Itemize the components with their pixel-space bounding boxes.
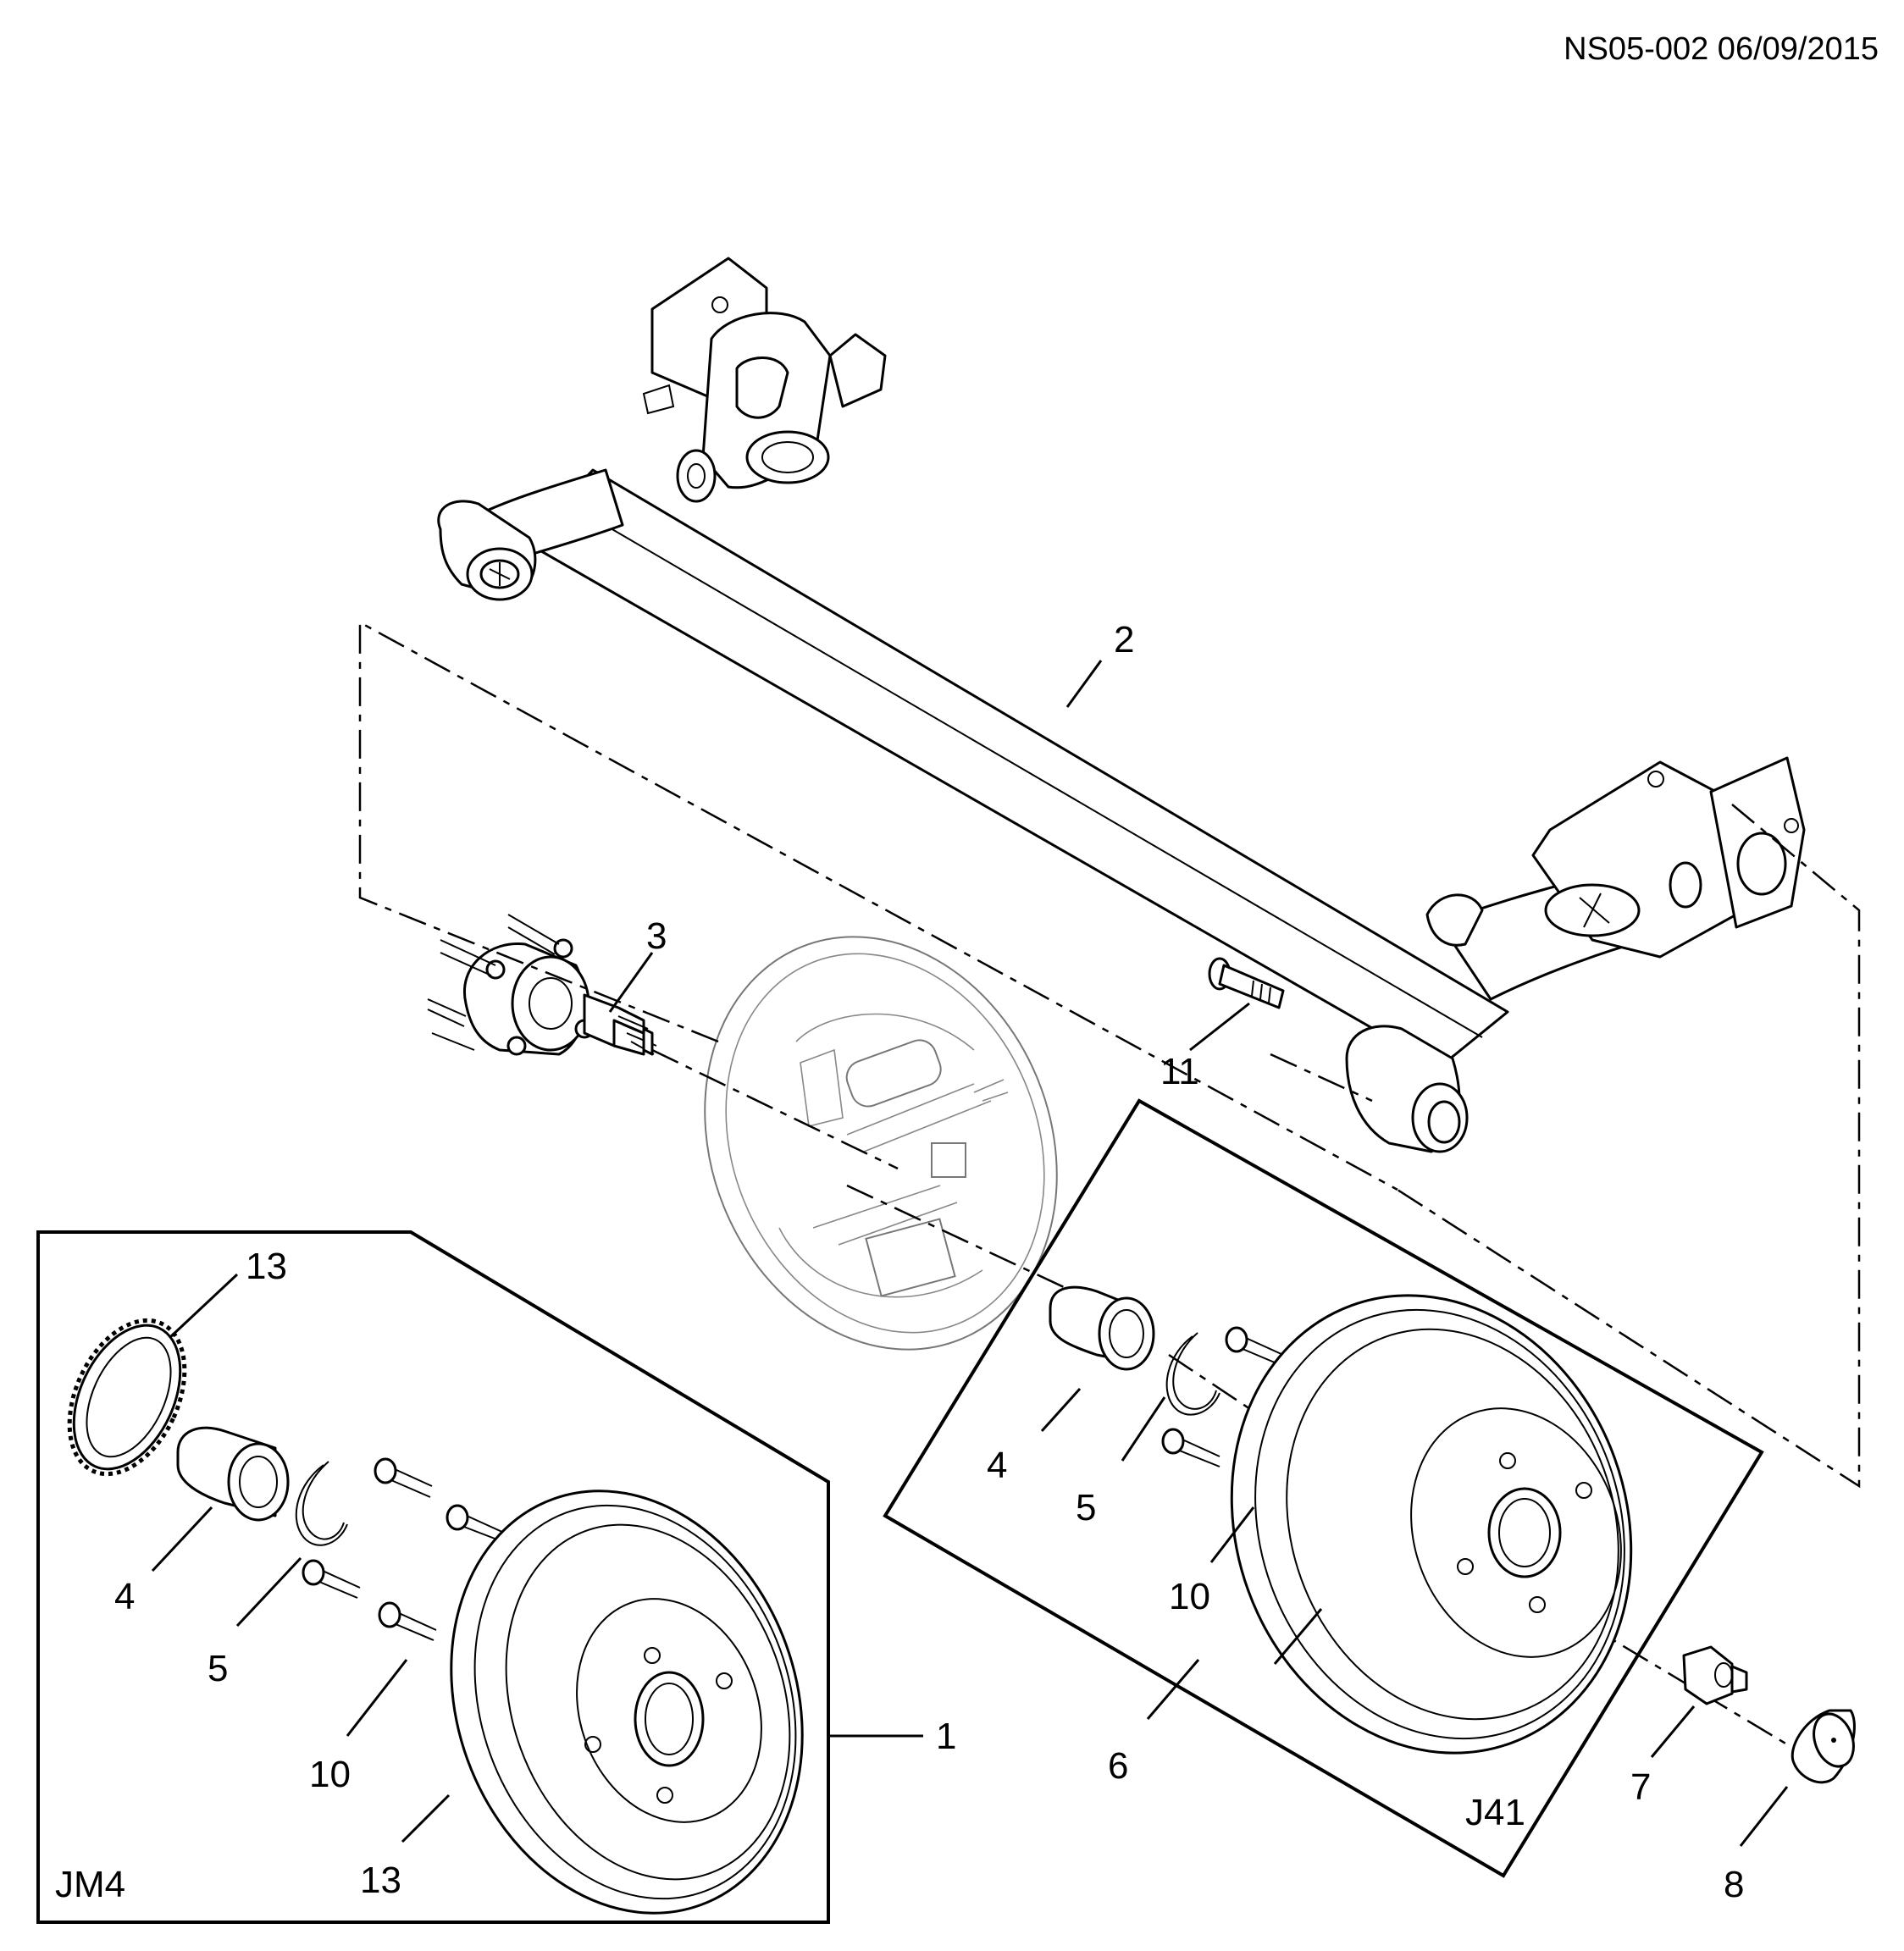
left-mounting-bracket <box>642 257 887 503</box>
callout-10-right: 10 <box>1169 1576 1210 1617</box>
snap-ring <box>1165 1332 1220 1416</box>
option-code-jm4: JM4 <box>55 1864 125 1905</box>
callout-5-right: 5 <box>1076 1487 1096 1528</box>
callout-10-left: 10 <box>309 1754 351 1795</box>
right-mounting-bracket <box>1425 756 1806 959</box>
snap-ring <box>295 1461 348 1546</box>
callout-6: 6 <box>1108 1745 1128 1787</box>
callout-12: 13 <box>246 1246 287 1287</box>
rear-axle-beam <box>437 257 1806 1153</box>
callout-8: 8 <box>1724 1864 1744 1905</box>
spindle-nut <box>1682 1645 1748 1705</box>
callout-3: 3 <box>646 915 667 957</box>
axle-mounting-bolt <box>1208 957 1285 1009</box>
option-box-j41: J41 <box>883 1098 1764 1878</box>
hub-dust-cap <box>1791 1709 1856 1784</box>
callout-2: 2 <box>1114 619 1134 660</box>
brake-drum <box>1230 1294 1633 1755</box>
right-bushing <box>1345 1025 1469 1153</box>
wheel-studs <box>302 1457 505 1641</box>
brake-backing-plate-assembly <box>704 936 1058 1351</box>
option-box-jm4: JM4 <box>36 1230 830 1924</box>
wheel-bearing <box>1049 1285 1155 1371</box>
callout-1: 1 <box>936 1716 956 1757</box>
hub-spindle-assembly <box>427 914 657 1056</box>
callout-leader-lines <box>151 660 1789 1847</box>
option-code-j41: J41 <box>1465 1792 1525 1833</box>
callout-5-left: 5 <box>208 1648 228 1689</box>
wheel-bearing <box>176 1426 290 1522</box>
callout-11: 11 <box>1160 1051 1199 1092</box>
callout-7: 7 <box>1630 1766 1651 1808</box>
callout-4-left: 4 <box>114 1576 135 1617</box>
callout-labels: 2 3 11 13 4 5 10 6 7 8 4 5 10 13 1 <box>114 619 1744 1905</box>
callout-4-right: 4 <box>987 1445 1007 1486</box>
diagram-reference: NS05-002 06/09/2015 <box>1564 31 1879 67</box>
left-bushing <box>437 500 537 601</box>
brake-drum <box>450 1490 804 1915</box>
callout-13-left: 13 <box>360 1860 401 1901</box>
abs-tone-ring <box>67 1318 187 1477</box>
